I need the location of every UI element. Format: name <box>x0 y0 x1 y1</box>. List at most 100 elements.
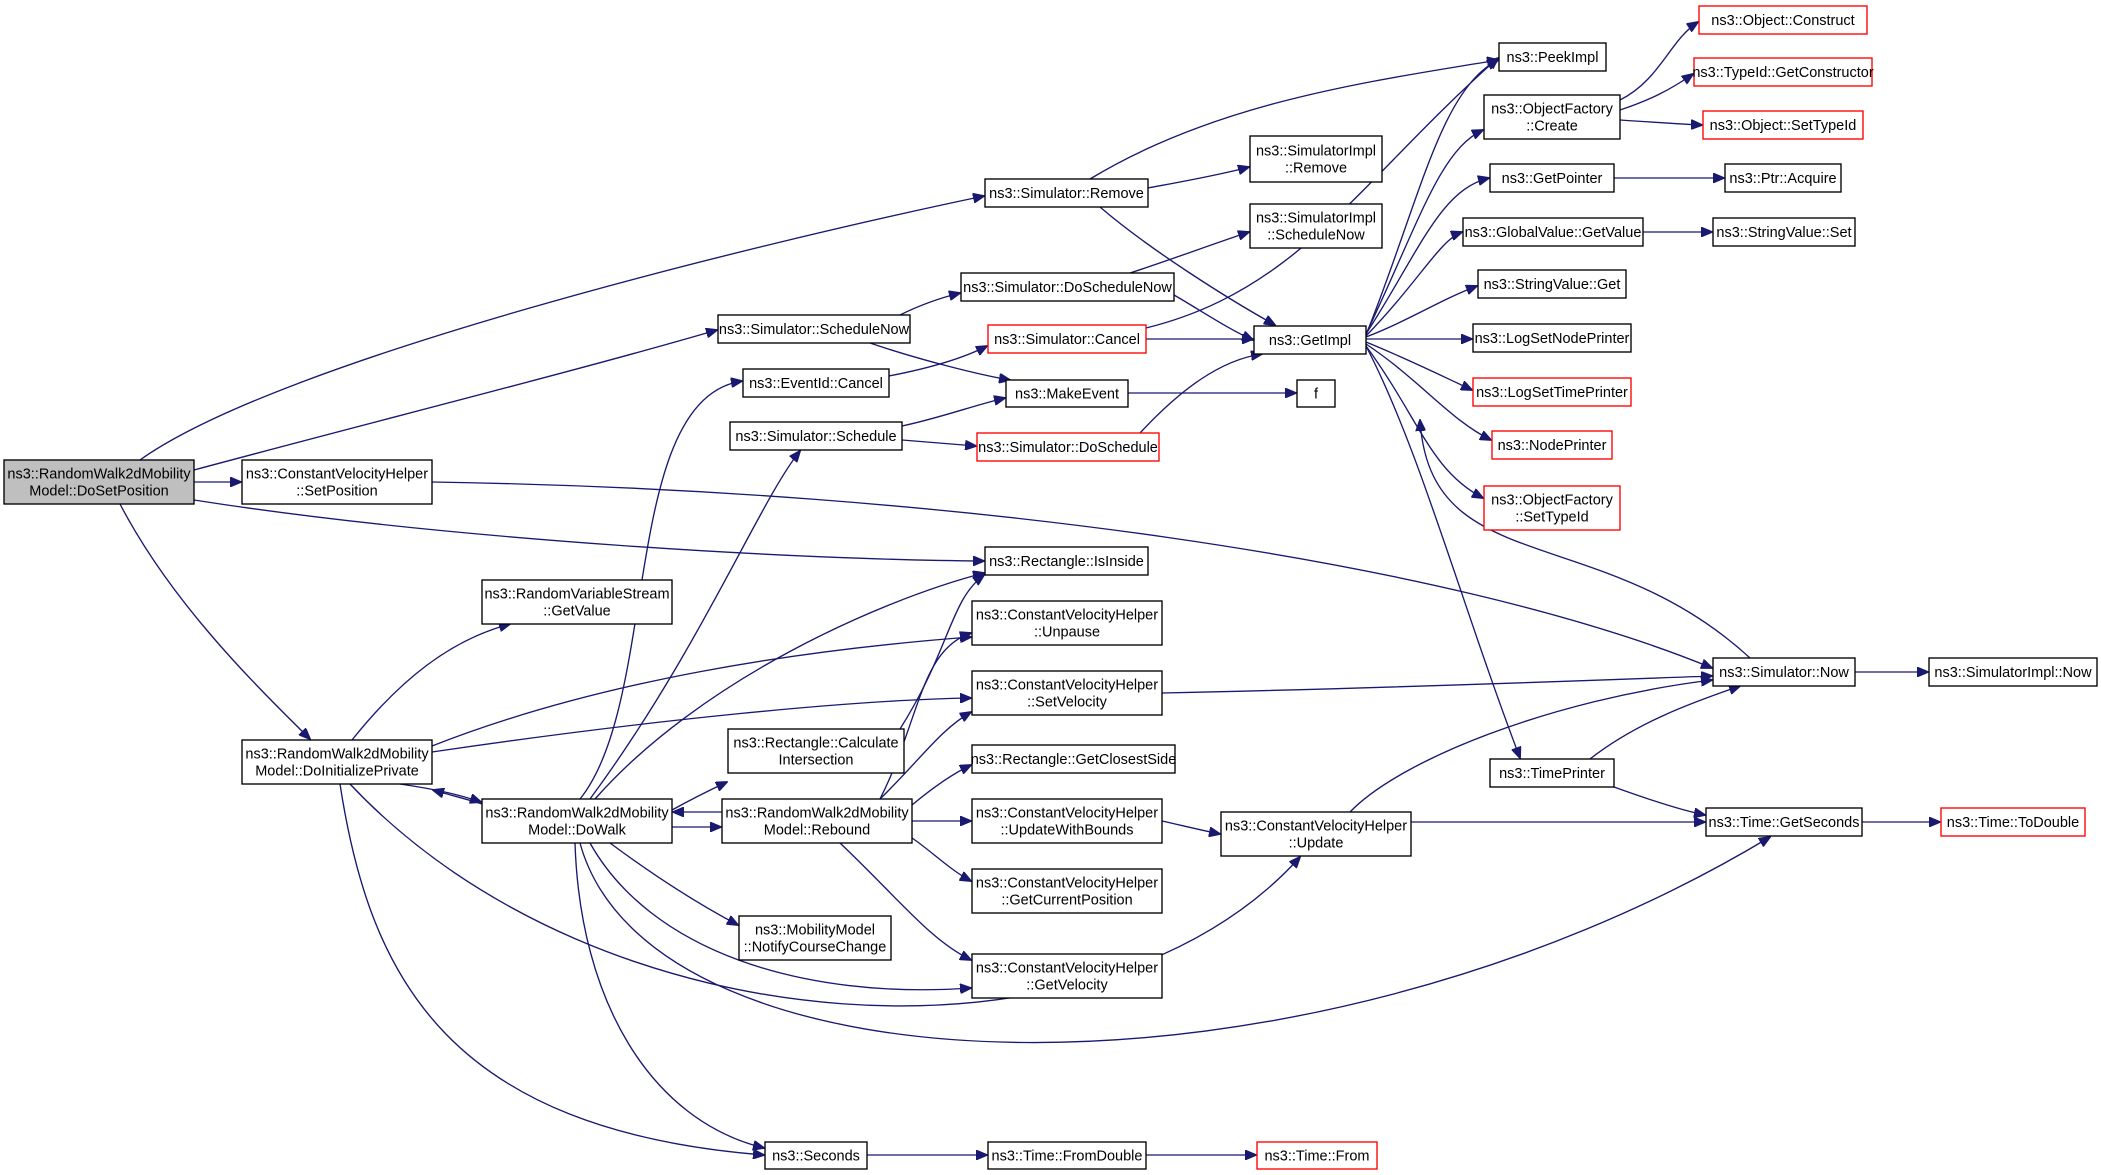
node-simimpl_schednow[interactable]: ns3::SimulatorImpl::ScheduleNow <box>1249 203 1383 249</box>
node-label-line: f <box>1314 387 1319 403</box>
edge-rw_dowalk-to-seconds <box>574 842 764 1148</box>
node-box <box>1698 5 1868 35</box>
node-box <box>1005 379 1129 408</box>
node-label-line: ns3::GetPointer <box>1502 171 1603 187</box>
node-label-line: Model::DoSetPosition <box>29 484 168 500</box>
node-ptr_acquire[interactable]: ns3::Ptr::Acquire <box>1724 163 1842 193</box>
node-rect_closest[interactable]: ns3::Rectangle::GetClosestSide <box>971 744 1177 774</box>
node-box <box>1472 323 1632 353</box>
node-label-line: ns3::RandomWalk2dMobility <box>7 467 191 483</box>
node-seconds[interactable]: ns3::Seconds <box>764 1141 868 1170</box>
node-sim_dosched[interactable]: ns3::Simulator::DoSchedule <box>976 432 1160 462</box>
node-label-line: ::SetPosition <box>296 484 377 500</box>
node-label-line: ns3::ConstantVelocityHelper <box>976 678 1158 694</box>
node-getimpl[interactable]: ns3::GetImpl <box>1253 325 1367 355</box>
node-simimpl_now[interactable]: ns3::SimulatorImpl::Now <box>1928 657 2098 687</box>
node-mm_notify[interactable]: ns3::MobilityModel::NotifyCourseChange <box>738 915 892 961</box>
node-sim_remove[interactable]: ns3::Simulator::Remove <box>984 178 1149 208</box>
edge-root-to-sim_schednow <box>193 330 717 471</box>
edge-of_create-to-obj_settypeid <box>1619 119 1702 125</box>
node-cvh_curpos[interactable]: ns3::ConstantVelocityHelper::GetCurrentP… <box>971 868 1163 914</box>
node-label-line: ns3::Simulator::Now <box>1719 665 1849 681</box>
edge-getimpl-to-nodeprinter <box>1365 343 1491 440</box>
node-of_settypeid[interactable]: ns3::ObjectFactory::SetTypeId <box>1483 485 1621 531</box>
node-box <box>1693 57 1873 87</box>
node-box <box>971 798 1163 844</box>
node-sim_cancel[interactable]: ns3::Simulator::Cancel <box>987 324 1147 354</box>
node-box <box>1712 657 1856 687</box>
node-box <box>976 432 1160 462</box>
node-box <box>1712 217 1856 247</box>
node-rw_initpriv[interactable]: ns3::RandomWalk2dMobilityModel::DoInitia… <box>241 739 433 785</box>
node-rvs_getvalue[interactable]: ns3::RandomVariableStream::GetValue <box>481 579 673 625</box>
node-box <box>727 728 905 774</box>
node-timeprinter[interactable]: ns3::TimePrinter <box>1489 758 1615 788</box>
node-time_getseconds[interactable]: ns3::Time::GetSeconds <box>1705 807 1863 837</box>
node-typeid_getctor[interactable]: ns3::TypeId::GetConstructor <box>1692 57 1874 87</box>
node-box <box>984 546 1149 576</box>
node-label-line: ns3::ConstantVelocityHelper <box>1225 819 1407 835</box>
node-sim_doschednow[interactable]: ns3::Simulator::DoScheduleNow <box>960 272 1175 302</box>
edge-rw_dowalk-to-mm_notify <box>609 842 738 925</box>
edge-sim_remove-to-getimpl <box>1099 206 1275 325</box>
edge-rect_calc-to-rect_isinside <box>899 575 984 730</box>
node-simimpl_remove[interactable]: ns3::SimulatorImpl::Remove <box>1249 135 1383 183</box>
node-label-line: ns3::Ptr::Acquire <box>1729 171 1836 187</box>
edge-root-to-sim_remove <box>139 196 984 461</box>
node-box <box>971 744 1176 774</box>
node-time_todouble[interactable]: ns3::Time::ToDouble <box>1940 807 2086 837</box>
node-time_fromdouble[interactable]: ns3::Time::FromDouble <box>987 1141 1147 1170</box>
node-sv_get[interactable]: ns3::StringValue::Get <box>1477 269 1627 299</box>
node-of_create[interactable]: ns3::ObjectFactory::Create <box>1483 94 1621 140</box>
node-f[interactable]: f <box>1296 379 1336 408</box>
node-sim_schedule[interactable]: ns3::Simulator::Schedule <box>729 421 903 451</box>
edge-timeprinter-to-time_getseconds <box>1613 786 1705 815</box>
node-makeevent[interactable]: ns3::MakeEvent <box>1005 379 1129 408</box>
node-cvh_getvel[interactable]: ns3::ConstantVelocityHelper::GetVelocity <box>971 953 1163 999</box>
node-label-line: ns3::RandomWalk2dMobility <box>725 806 909 822</box>
node-eventid_cancel[interactable]: ns3::EventId::Cancel <box>742 368 890 398</box>
node-sv_set[interactable]: ns3::StringValue::Set <box>1712 217 1856 247</box>
node-box <box>1724 163 1842 193</box>
node-label-line: ns3::SimulatorImpl::Now <box>1934 665 2092 681</box>
node-label-line: ns3::ObjectFactory <box>1491 493 1613 509</box>
edge-root-to-rw_initpriv <box>119 503 310 739</box>
node-cvh_setpos[interactable]: ns3::ConstantVelocityHelper::SetPosition <box>241 459 433 505</box>
node-label-line: ns3::SimulatorImpl <box>1256 211 1376 227</box>
node-label-line: ns3::RandomVariableStream <box>484 587 669 603</box>
node-cvh_update[interactable]: ns3::ConstantVelocityHelper::Update <box>1220 811 1412 857</box>
node-log_nodeprinter[interactable]: ns3::LogSetNodePrinter <box>1472 323 1632 353</box>
node-nodeprinter[interactable]: ns3::NodePrinter <box>1491 430 1613 460</box>
node-time_from[interactable]: ns3::Time::From <box>1256 1141 1378 1170</box>
edge-getimpl-to-log_timeprinter <box>1365 341 1472 390</box>
edge-root-to-rect_isinside <box>193 499 984 561</box>
node-obj_settypeid[interactable]: ns3::Object::SetTypeId <box>1702 110 1864 140</box>
node-gv_getvalue[interactable]: ns3::GlobalValue::GetValue <box>1462 217 1644 247</box>
node-cvh_setvel[interactable]: ns3::ConstantVelocityHelper::SetVelocity <box>971 670 1163 716</box>
node-sim_now[interactable]: ns3::Simulator::Now <box>1712 657 1856 687</box>
node-cvh_unpause[interactable]: ns3::ConstantVelocityHelper::Unpause <box>971 600 1163 646</box>
node-label-line: ::GetVelocity <box>1026 978 1108 994</box>
edge-cvh_update-to-sim_now <box>1349 680 1712 813</box>
node-log_timeprinter[interactable]: ns3::LogSetTimePrinter <box>1472 377 1632 407</box>
node-peekimpl[interactable]: ns3::PeekImpl <box>1498 42 1607 72</box>
node-label-line: ns3::LogSetTimePrinter <box>1476 385 1628 401</box>
node-sim_schednow[interactable]: ns3::Simulator::ScheduleNow <box>717 314 911 344</box>
node-label-line: ns3::Object::SetTypeId <box>1710 118 1857 134</box>
edge-rw_rebound-to-cvh_unpause <box>879 633 971 800</box>
node-box <box>1498 42 1607 72</box>
node-root[interactable]: ns3::RandomWalk2dMobilityModel::DoSetPos… <box>3 459 195 505</box>
node-rect_isinside[interactable]: ns3::Rectangle::IsInside <box>984 546 1149 576</box>
node-label-line: ns3::ConstantVelocityHelper <box>976 876 1158 892</box>
node-box <box>721 798 913 844</box>
edge-getimpl-to-gv_getvalue <box>1365 232 1462 337</box>
node-obj_construct[interactable]: ns3::Object::Construct <box>1698 5 1868 35</box>
node-cvh_updbounds[interactable]: ns3::ConstantVelocityHelper::UpdateWithB… <box>971 798 1163 844</box>
node-box <box>984 178 1149 208</box>
node-getpointer[interactable]: ns3::GetPointer <box>1489 163 1615 193</box>
